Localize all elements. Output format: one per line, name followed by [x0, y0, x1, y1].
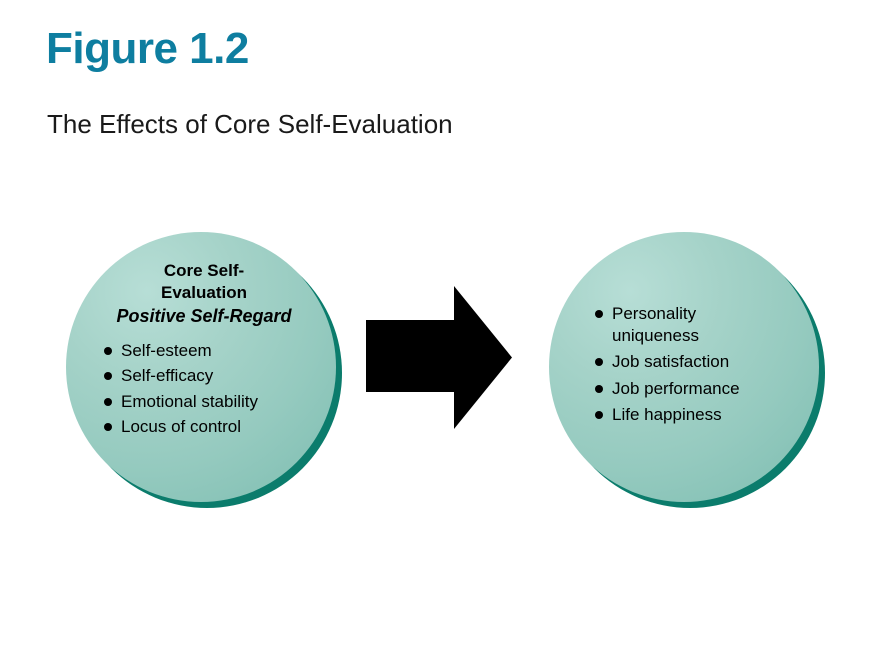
list-item: Emotional stability — [104, 391, 320, 412]
list-item: Life happiness — [595, 404, 819, 425]
circle-face-left — [66, 232, 336, 502]
left-circle-heading-line-2: Evaluation — [161, 282, 247, 302]
list-item: Personality uniqueness — [595, 303, 730, 346]
page-title: Figure 1.2 — [46, 24, 249, 73]
list-item: Job satisfaction — [595, 351, 819, 372]
left-circle-heading: Core Self- Evaluation Positive Self-Rega… — [92, 260, 320, 328]
list-item: Self-efficacy — [104, 365, 320, 386]
core-self-evaluation-circle: Core Self- Evaluation Positive Self-Rega… — [66, 232, 342, 508]
bullet-label: Emotional stability — [121, 391, 259, 411]
list-item: Job performance — [595, 378, 819, 399]
bullet-label: Personality uniqueness — [612, 304, 699, 345]
bullet-label: Self-esteem — [121, 340, 212, 360]
outcomes-circle: Personality uniqueness Job satisfaction … — [549, 232, 825, 508]
bullet-label: Job satisfaction — [612, 352, 730, 372]
left-circle-subheading: Positive Self-Regard — [116, 305, 292, 326]
bullet-label: Self-efficacy — [121, 366, 214, 386]
bullet-label: Locus of control — [121, 417, 242, 437]
circle-content-left: Core Self- Evaluation Positive Self-Rega… — [66, 232, 336, 502]
bullet-label: Life happiness — [612, 405, 722, 425]
list-item: Locus of control — [104, 416, 320, 437]
right-circle-bullet-list: Personality uniqueness Job satisfaction … — [549, 303, 819, 430]
left-circle-bullet-list: Self-esteem Self-efficacy Emotional stab… — [92, 340, 320, 442]
figure-subtitle: The Effects of Core Self-Evaluation — [47, 109, 453, 139]
circle-face-right — [549, 232, 819, 502]
list-item: Self-esteem — [104, 340, 320, 361]
circle-content-right: Personality uniqueness Job satisfaction … — [549, 232, 819, 502]
arrow-right-icon — [366, 286, 512, 429]
bullet-label: Job performance — [612, 378, 740, 398]
left-circle-heading-line-1: Core Self- — [163, 261, 245, 280]
